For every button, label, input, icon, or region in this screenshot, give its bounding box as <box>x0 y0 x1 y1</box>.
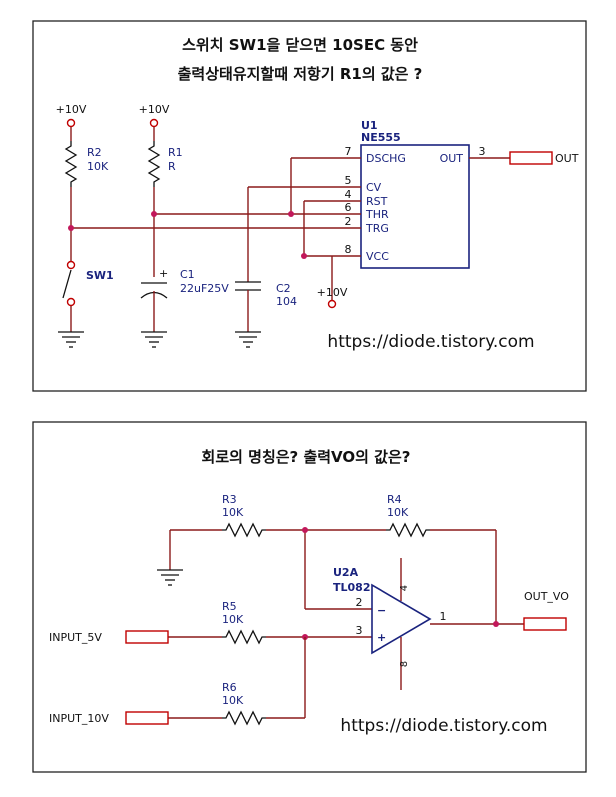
pin-2-num: 2 <box>356 596 363 609</box>
pin-8-num: 8 <box>345 243 352 256</box>
capacitor-c2 <box>235 187 261 332</box>
pin-thr-label: THR <box>365 208 389 221</box>
r2-name: R2 <box>87 146 102 159</box>
out-port <box>509 151 553 165</box>
input-5v-port <box>125 630 169 644</box>
pin-1-num: 1 <box>440 610 447 623</box>
r3-value: 10K <box>222 506 244 519</box>
pin-3-num: 3 <box>479 145 486 158</box>
pin-7-num: 7 <box>345 145 352 158</box>
panel2-frame <box>32 421 587 773</box>
input-5v-label: INPUT_5V <box>49 631 102 644</box>
pin-4-num: 4 <box>345 188 352 201</box>
pin-8-num: 8 <box>399 661 410 667</box>
resistor-r2 <box>64 141 78 187</box>
resistor-r5 <box>222 629 266 645</box>
svg-text:+10V: +10V <box>56 103 87 116</box>
panel1-title-line1: 스위치 SW1을 닫으면 10SEC 동안 <box>182 36 418 54</box>
supply-r2: +10V <box>56 103 87 141</box>
supply-vcc: +10V <box>317 286 348 309</box>
ground-icon-r3 <box>157 569 183 586</box>
pin-out-label: OUT <box>440 152 464 165</box>
svg-text:+10V: +10V <box>139 103 170 116</box>
junction-dot <box>288 211 294 217</box>
capacitor-c1: + <box>140 267 168 332</box>
junction-dot <box>68 225 74 231</box>
r6-value: 10K <box>222 694 244 707</box>
resistor-r1 <box>147 141 161 187</box>
r2-value: 10K <box>87 160 109 173</box>
input-10v-label: INPUT_10V <box>49 712 109 725</box>
ic-ref: U1 <box>361 119 378 132</box>
r5-name: R5 <box>222 600 237 613</box>
pin-6-num: 6 <box>345 201 352 214</box>
ground-icon-c2 <box>235 331 261 348</box>
junction-dot <box>302 527 308 533</box>
c1-name: C1 <box>180 268 195 281</box>
panel1-url: https://diode.tistory.com <box>327 332 534 352</box>
out-port-label: OUT <box>555 152 579 165</box>
r3-name: R3 <box>222 493 237 506</box>
r4-value: 10K <box>387 506 409 519</box>
svg-text:+: + <box>159 267 168 280</box>
svg-text:+10V: +10V <box>317 286 348 299</box>
junction-dot <box>493 621 499 627</box>
opamp-minus: − <box>377 604 386 617</box>
ground-icon-sw <box>58 331 84 348</box>
input-10v-port <box>125 711 169 725</box>
r4-name: R4 <box>387 493 402 506</box>
opamp-ref: U2A <box>333 566 359 579</box>
pin-4-num: 4 <box>399 585 410 591</box>
panel1-frame <box>32 20 587 392</box>
pin-trg-label: TRG <box>365 222 389 235</box>
r5-value: 10K <box>222 613 244 626</box>
c2-name: C2 <box>276 282 291 295</box>
out-vo-port <box>523 617 567 631</box>
opamp-part: TL082 <box>333 581 370 594</box>
r6-name: R6 <box>222 681 237 694</box>
out-vo-label: OUT_VO <box>524 590 569 603</box>
r1-name: R1 <box>168 146 183 159</box>
ground-icon-c1 <box>141 331 167 348</box>
c1-value: 22uF25V <box>180 282 229 295</box>
panel-555-timer: 스위치 SW1을 닫으면 10SEC 동안 출력상태유지할때 저항기 R1의 값… <box>32 20 587 392</box>
r1-value: R <box>168 160 176 173</box>
ic-part: NE555 <box>361 131 401 144</box>
supply-r1: +10V <box>139 103 170 141</box>
resistor-r6 <box>222 710 266 726</box>
pin-3-num: 3 <box>356 624 363 637</box>
resistor-r3 <box>222 522 266 538</box>
pin-vcc-label: VCC <box>366 250 389 263</box>
pin-dschg-label: DSCHG <box>366 152 406 165</box>
pin-cv-label: CV <box>366 181 382 194</box>
pin-5-num: 5 <box>345 174 352 187</box>
panel2-title: 회로의 명칭은? 출력VO의 값은? <box>202 448 411 466</box>
switch-sw1 <box>62 260 76 332</box>
pin-2-num: 2 <box>345 215 352 228</box>
panel2-url: https://diode.tistory.com <box>340 716 547 736</box>
junction-dot <box>301 253 307 259</box>
panel-opamp-adder: 회로의 명칭은? 출력VO의 값은? R3 10K R4 10K R5 10K <box>32 421 587 773</box>
opamp-tl082 <box>371 558 524 690</box>
panel1-title-line2: 출력상태유지할때 저항기 R1의 값은 ? <box>178 65 423 83</box>
pin-rst-label: RST <box>366 195 388 208</box>
opamp-plus: + <box>377 631 386 644</box>
ic-ne555 <box>340 144 510 269</box>
junction-dot <box>151 211 157 217</box>
sw1-name: SW1 <box>86 269 114 282</box>
c2-value: 104 <box>276 295 297 308</box>
resistor-r4 <box>386 522 430 538</box>
